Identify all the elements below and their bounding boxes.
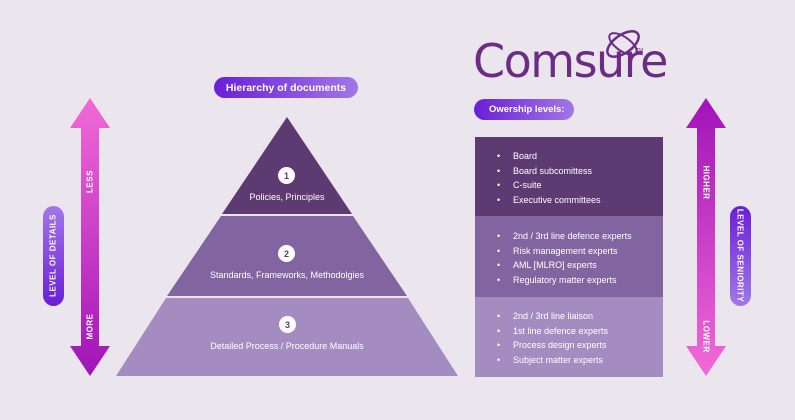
ownership-item: C-suite: [497, 178, 663, 193]
ownership-item: Board: [497, 149, 663, 164]
tier-1-badge: 1: [278, 167, 295, 184]
ownership-item: 2nd / 3rd line liaison: [497, 309, 663, 324]
orbit-logo-icon: [606, 30, 640, 58]
ownership-item: Process design experts: [497, 338, 663, 353]
ownership-item: 1st line defence experts: [497, 324, 663, 339]
level-of-seniority-arrow: [686, 98, 726, 376]
tier-2-label: Standards, Frameworks, Methodolgies: [209, 270, 365, 280]
left-axis-label: LEVEL OF DETAILS: [48, 214, 58, 297]
ownership-item: Risk management experts: [497, 244, 663, 259]
ownership-item: Board subcomittess: [497, 164, 663, 179]
tier-1-label: Policies, Principles: [249, 192, 325, 202]
ownership-group-3: 2nd / 3rd line liaison 1st line defence …: [475, 297, 663, 377]
left-axis-top-label: LESS: [85, 170, 95, 193]
ownership-item: Regulatory matter experts: [497, 273, 663, 288]
right-axis-label: LEVEL OF SENIORITY: [735, 208, 745, 303]
brand-trademark: TM: [636, 48, 644, 54]
ownership-item: Subject matter experts: [497, 353, 663, 368]
level-of-seniority-pill: [730, 206, 751, 306]
ownership-group-2: 2nd / 3rd line defence experts Risk mana…: [475, 216, 663, 297]
left-axis-bottom-label: MORE: [85, 313, 95, 340]
ownership-item: Executive committees: [497, 193, 663, 208]
right-axis-top-label: HIGHER: [701, 165, 711, 200]
ownership-title: Owership levels:: [474, 99, 574, 120]
level-of-details-pill: [43, 206, 64, 306]
ownership-item: AML [MLRO] experts: [497, 258, 663, 273]
pyramid-tier-1: [222, 117, 352, 214]
pyramid-tier-3: [116, 298, 458, 376]
tier-3-badge: 3: [279, 316, 296, 333]
tier-2-badge: 2: [278, 245, 295, 262]
tier-3-label: Detailed Process / Procedure Manuals: [210, 341, 364, 351]
right-axis-bottom-label: LOWER: [701, 320, 711, 353]
hierarchy-title: Hierarchy of documents: [214, 77, 358, 98]
ownership-item: 2nd / 3rd line defence experts: [497, 229, 663, 244]
level-of-details-arrow: [70, 98, 110, 376]
ownership-group-1: Board Board subcomittess C-suite Executi…: [475, 137, 663, 216]
